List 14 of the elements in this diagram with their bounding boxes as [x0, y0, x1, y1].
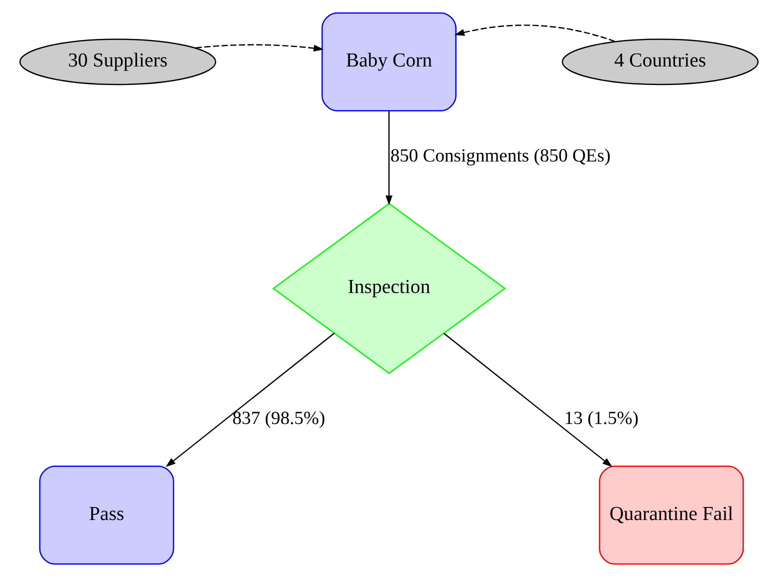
edge-label: 837 (98.5%): [232, 408, 325, 430]
arrow: [195, 44, 324, 52]
edge-label: 13 (1.5%): [564, 408, 638, 430]
node-box: Pass: [38, 466, 174, 565]
node-ellipse: 4 Countries: [561, 38, 758, 86]
node-box: Baby Corn: [321, 12, 456, 112]
arrow: [454, 24, 615, 42]
arrow: [385, 111, 392, 206]
arrow: [442, 332, 612, 468]
edge-label: 850 Consignments (850 QEs): [390, 146, 610, 167]
node-ellipse: 30 Suppliers: [18, 38, 216, 86]
node-diamond: Inspection: [272, 202, 506, 374]
arrow: [165, 332, 334, 468]
node-box: Quarantine Fail: [598, 466, 744, 565]
